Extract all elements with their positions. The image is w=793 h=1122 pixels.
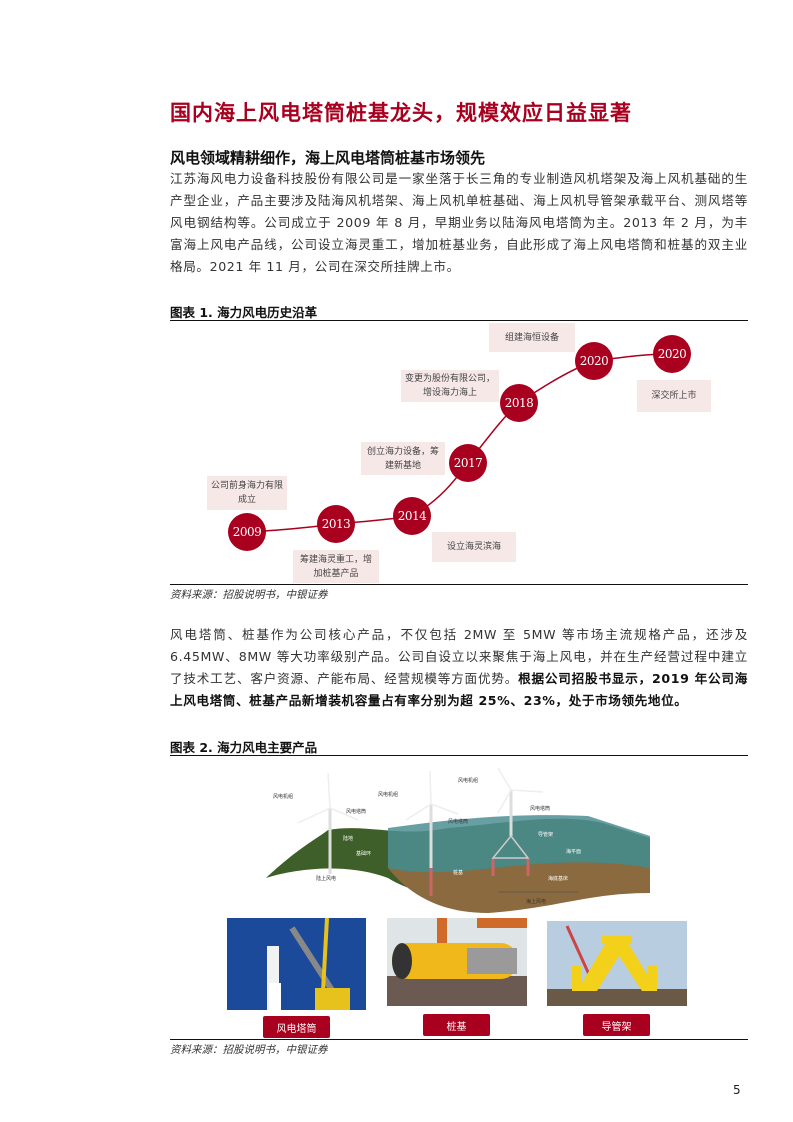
milestone-text: 创立海力设备，筹建新基地 [361, 442, 445, 475]
paragraph-normal-text: 风电塔筒、桩基作为公司核心产品，不仅包括 2MW 至 5MW 等市场主流规格产品… [170, 627, 748, 686]
label-tower: 风电塔筒 [530, 805, 550, 812]
label-land: 陆地 [343, 835, 353, 842]
milestone-text: 设立海灵滨海 [432, 532, 516, 562]
label-tower: 风电塔筒 [346, 808, 366, 815]
figure1-title: 图表 1. 海力风电历史沿革 [170, 305, 318, 320]
figure1-source: 资料来源：招股说明书，中银证券 [170, 589, 328, 601]
wind-power-diagram: 风电机组 风电塔筒 风电机组 风电塔筒 风电机组 风电塔筒 陆地 基础环 陆上风… [266, 768, 650, 913]
figure1-bottom-rule [170, 584, 748, 585]
paragraph-bold-text: 根据公司招股书显示，2019 年公司海上风电塔筒、桩基产品新增装机容量占有率分别… [170, 671, 748, 708]
figure2-top-rule [170, 755, 748, 756]
milestone-text: 组建海恒设备 [489, 323, 575, 352]
year-marker: 2018 [500, 384, 538, 422]
products-paragraph: 风电塔筒、桩基作为公司核心产品，不仅包括 2MW 至 5MW 等市场主流规格产品… [170, 624, 748, 712]
tower-photo [227, 918, 366, 1010]
milestone-text: 公司前身海力有限成立 [207, 476, 287, 510]
page-number: 5 [733, 1083, 741, 1097]
milestone-text: 深交所上市 [637, 380, 711, 412]
figure2-source: 资料来源：招股说明书，中银证券 [170, 1044, 328, 1056]
label-pile: 桩基 [453, 869, 463, 876]
year-marker: 2009 [228, 513, 266, 551]
product-label-pile: 桩基 [423, 1014, 490, 1036]
year-marker: 2020 [575, 342, 613, 380]
year-marker: 2014 [393, 497, 431, 535]
page-title: 国内海上风电塔筒桩基龙头，规模效应日益显著 [170, 101, 632, 125]
figure1-top-rule [170, 320, 748, 321]
year-marker: 2013 [317, 505, 355, 543]
milestone-text: 变更为股份有限公司，增设海力海上 [401, 370, 499, 402]
label-tower: 风电塔筒 [448, 818, 468, 825]
year-marker: 2017 [449, 444, 487, 482]
milestone-text: 筹建海灵重工，增加桩基产品 [293, 550, 379, 583]
label-foundation-ring: 基础环 [356, 850, 371, 857]
pile-photo [387, 918, 527, 1006]
product-label-tower: 风电塔筒 [263, 1016, 330, 1038]
label-sea-level: 海平面 [566, 848, 581, 855]
label-seabed: 海底基床 [548, 875, 568, 882]
label-turbine: 风电机组 [458, 777, 478, 784]
label-turbine: 风电机组 [378, 791, 398, 798]
label-turbine: 风电机组 [273, 793, 293, 800]
product-label-jacket: 导管架 [583, 1014, 650, 1036]
section-heading: 风电领域精耕细作，海上风电塔筒桩基市场领先 [170, 149, 486, 167]
figure2-title: 图表 2. 海力风电主要产品 [170, 740, 318, 755]
label-jacket: 导管架 [538, 831, 553, 838]
year-marker: 2020 [653, 335, 691, 373]
jacket-photo [547, 921, 687, 1006]
label-onshore: 陆上风电 [316, 875, 336, 882]
label-offshore: 海上风电 [526, 898, 546, 905]
intro-paragraph: 江苏海风电力设备科技股份有限公司是一家坐落于长三角的专业制造风机塔架及海上风机基… [170, 171, 748, 274]
figure2-bottom-rule [170, 1039, 748, 1040]
